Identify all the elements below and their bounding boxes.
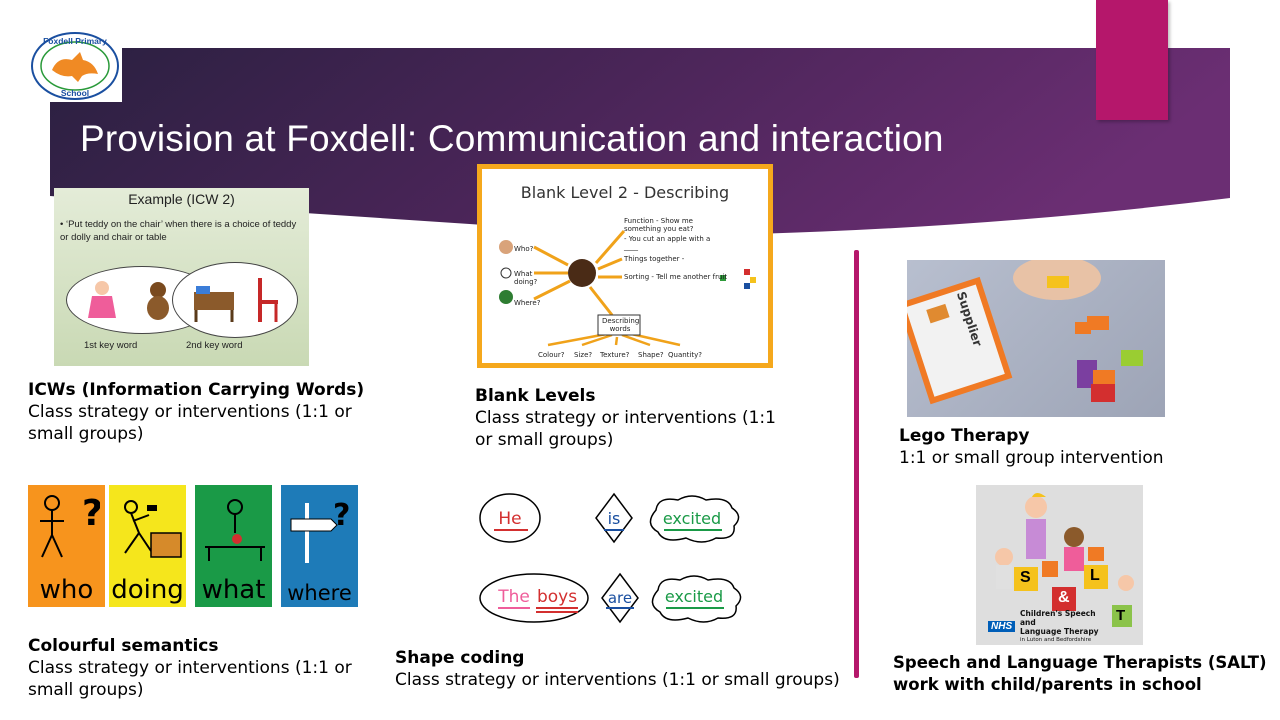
- blank-describing-words: Describing words: [602, 317, 640, 333]
- salt-block-t: T: [1116, 607, 1126, 624]
- blank-where: Where?: [514, 299, 541, 307]
- salt-title-line-2: work with child/parents in school: [893, 675, 1202, 694]
- salt-block-l: L: [1090, 567, 1100, 584]
- semantics-card-doing: doing: [109, 485, 186, 607]
- semantics-caption: Colourful semantics Class strategy or in…: [28, 635, 388, 701]
- salt-block-and: &: [1058, 589, 1070, 606]
- semantics-card-where: ? where: [281, 485, 358, 607]
- semantics-word-where: where: [287, 581, 352, 605]
- salt-children-blocks: [995, 493, 1134, 627]
- vertical-divider: [854, 250, 859, 678]
- icw-title: ICWs (Information Carrying Words): [28, 380, 365, 400]
- svg-text:?: ?: [333, 498, 350, 533]
- blank-shape: Shape?: [638, 351, 664, 359]
- blank-size: Size?: [574, 351, 593, 359]
- lego-caption: Lego Therapy 1:1 or small group interven…: [899, 425, 1239, 469]
- salt-title-line-1: Speech and Language Therapists (SALT): [893, 653, 1267, 672]
- lego-title: Lego Therapy: [899, 426, 1030, 446]
- shape-title: Shape coding: [395, 648, 525, 668]
- semantics-subtitle: Class strategy or interventions (1:1 or …: [28, 658, 352, 700]
- blank-caption: Blank Levels Class strategy or intervent…: [475, 385, 795, 451]
- shape-coding-image: He is excited The boys are excited: [479, 492, 742, 624]
- nhs-badge: NHS: [988, 621, 1016, 632]
- blank-function: Function - Show me something you eat?: [624, 217, 694, 233]
- semantics-card-what: what: [195, 485, 272, 607]
- slide-title: Provision at Foxdell: Communication and …: [80, 118, 944, 159]
- shape-word-excited-1: excited: [663, 509, 721, 528]
- svg-text:?: ?: [82, 493, 100, 534]
- blank-subtitle: Class strategy or interventions (1:1 or …: [475, 408, 776, 450]
- shape-word-he: He: [498, 509, 521, 529]
- lego-scene: [907, 260, 1143, 405]
- icw-image-heading: Example (ICW 2): [128, 191, 235, 207]
- person-hammer-icon: [124, 500, 182, 558]
- bed-chair-icon: [194, 278, 278, 322]
- shape-subtitle: Class strategy or interventions (1:1 or …: [395, 670, 840, 690]
- salt-logo-line-2: Language Therapy: [1020, 627, 1099, 636]
- icw-example-image: Example (ICW 2) • ‘Put teddy on the chai…: [54, 188, 309, 366]
- blank-who: Who?: [514, 245, 534, 253]
- salt-logo-image: S & L T NHS Children's Speech and Langua…: [976, 485, 1143, 645]
- icw-label-2: 2nd key word: [186, 340, 243, 351]
- blank-title: Blank Levels: [475, 386, 596, 406]
- blank-what-doing: What doing?: [514, 270, 538, 286]
- person-question-icon: ?: [40, 493, 100, 558]
- semantics-title: Colourful semantics: [28, 636, 219, 656]
- shape-word-excited-2: excited: [665, 587, 723, 606]
- blank-texture: Texture?: [600, 351, 630, 359]
- blank-sorting: Sorting - Tell me another fruit: [624, 273, 728, 281]
- shape-word-is: is: [608, 509, 621, 528]
- salt-block-s: S: [1020, 569, 1031, 586]
- school-logo: Foxdell Primary School: [28, 30, 122, 102]
- lego-therapy-image: Supplier: [907, 260, 1165, 417]
- icw-label-1: 1st key word: [84, 340, 138, 351]
- signpost-icon: ?: [290, 498, 350, 563]
- salt-logo-line-1: Children's Speech and: [1020, 609, 1096, 627]
- blank-colour: Colour?: [538, 351, 565, 359]
- semantics-word-who: who: [39, 575, 94, 605]
- icw-subtitle: Class strategy or interventions (1:1 or …: [28, 402, 352, 444]
- blank-levels-image: Blank Level 2 - Describing Who? What doi…: [477, 164, 773, 368]
- shape-word-the: The: [497, 587, 530, 607]
- salt-caption: Speech and Language Therapists (SALT) wo…: [893, 652, 1273, 696]
- logo-top-text: Foxdell Primary: [43, 36, 107, 46]
- shape-word-boys: boys: [537, 587, 577, 607]
- person-table-icon: [205, 499, 265, 561]
- semantics-card-who: ? who: [28, 485, 105, 607]
- salt-logo-text: Children's Speech and Language Therapy i…: [1020, 609, 1112, 645]
- logo-bottom-text: School: [61, 88, 89, 98]
- title-banner: [50, 48, 1230, 236]
- blank-cut: - You cut an apple with a ____: [624, 235, 711, 251]
- accent-rectangle: [1096, 0, 1168, 120]
- lego-subtitle: 1:1 or small group intervention: [899, 448, 1164, 468]
- blank-diagram-arrows: [499, 230, 756, 347]
- doll-teddy-icon: [88, 281, 169, 320]
- semantics-word-what: what: [201, 575, 266, 605]
- icw-image-text: • ‘Put teddy on the chair’ when there is…: [60, 219, 297, 243]
- semantics-word-doing: doing: [111, 575, 184, 605]
- icw-caption: ICWs (Information Carrying Words) Class …: [28, 379, 388, 445]
- blank-image-heading: Blank Level 2 - Describing: [520, 183, 730, 202]
- blank-things-together: Things together -: [624, 255, 685, 263]
- salt-logo-line-3: in Luton and Bedfordshire: [1020, 637, 1092, 643]
- shape-caption: Shape coding Class strategy or intervent…: [395, 647, 855, 691]
- shape-word-are: are: [608, 589, 632, 607]
- blank-quantity: Quantity?: [668, 351, 702, 359]
